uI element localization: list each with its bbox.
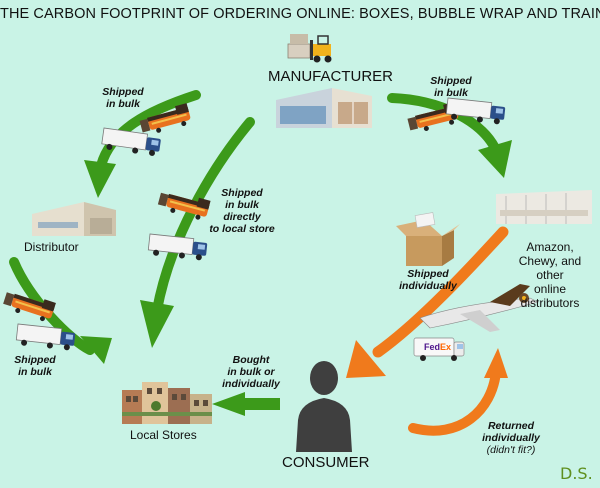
warehouse-icon [32, 202, 116, 236]
green-arrow-distributor-to-stores [9, 257, 112, 364]
label-bought: Bought in bulk or individually [222, 354, 280, 390]
factory-icon [276, 88, 372, 128]
person-icon [296, 361, 352, 452]
label-shipped-bulk-distributor: Shipped in bulk [102, 86, 144, 110]
forklift-icon [287, 34, 332, 63]
orange-arrow-online-to-consumer [346, 226, 509, 378]
label-shipped-bulk-stores: Shipped in bulk [14, 354, 56, 378]
node-online-distributors: Amazon, Chewy, and other online distribu… [518, 240, 582, 310]
fedex-logo: FedEx [424, 342, 451, 352]
label-shipped-bulk-direct: Shipped in bulk directly to local store [209, 187, 275, 235]
label-returned-note: (didn't fit?) [486, 444, 536, 456]
signature: D.S. [560, 464, 593, 483]
storefront-icon [122, 382, 212, 424]
warehouse-icon [496, 190, 592, 224]
diagram-title: THE CARBON FOOTPRINT OF ORDERING ONLINE:… [0, 6, 600, 22]
node-consumer: CONSUMER [282, 454, 370, 471]
label-shipped-individually: Shipped individually [399, 268, 457, 292]
node-manufacturer: MANUFACTURER [268, 68, 394, 85]
node-local-stores: Local Stores [130, 428, 197, 442]
van-icon [413, 337, 465, 361]
truck-icon [147, 233, 209, 262]
orange-arrow-consumer-to-online [408, 348, 508, 436]
green-arrow-consumer-to-stores [212, 392, 280, 416]
label-shipped-bulk-online: Shipped in bulk [430, 75, 472, 99]
node-distributor: Distributor [24, 240, 79, 254]
airplane-icon [419, 284, 539, 332]
box-icon [396, 212, 460, 266]
green-arrow-to-distributor [84, 90, 201, 198]
label-returned: Returned individually [482, 420, 540, 444]
